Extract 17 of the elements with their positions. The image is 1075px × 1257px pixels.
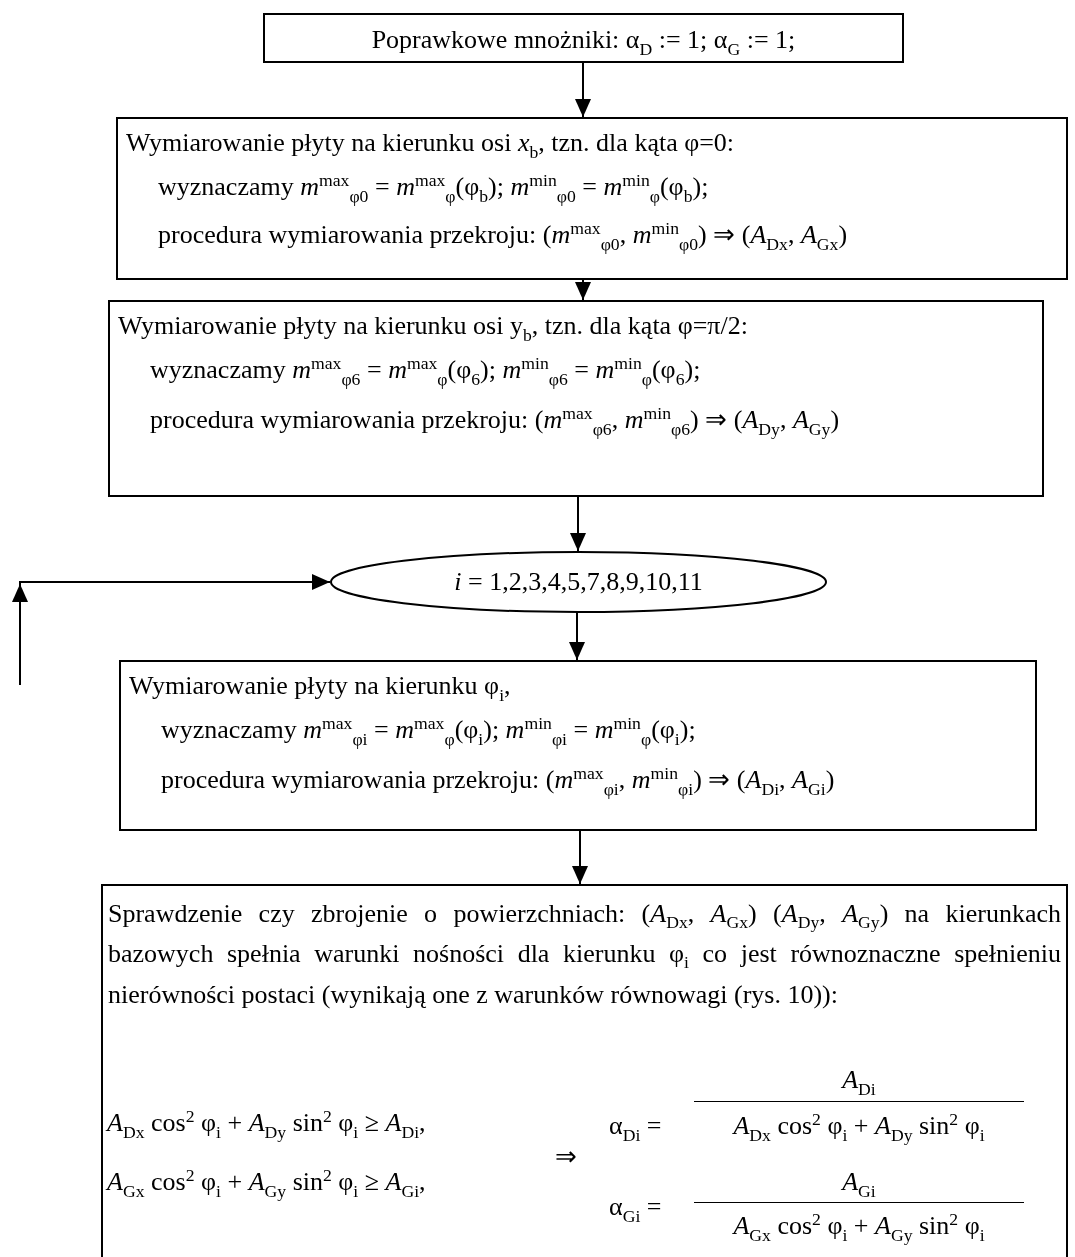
fraction-numerator: A$_{Gi}$: [840, 1166, 877, 1198]
box-heading: Wymiarowanie płyty na kierunku φ$_{i}$,: [129, 670, 511, 702]
process-box: [101, 884, 1068, 1257]
process-box: [116, 117, 1068, 280]
node-text: Poprawkowe mnożniki: α$_{D}$ := 1; α$_{G}$ := 1;: [370, 24, 797, 56]
formula-label: α$_{Di}$ =: [609, 1110, 662, 1142]
implies-symbol: ⇒: [554, 1141, 578, 1173]
process-box: [119, 660, 1037, 831]
node-text: i = 1,2,3,4,5,7,8,9,10,11: [453, 566, 704, 598]
description-text: Sprawdzenie czy zbrojenie o powierzchniach: (A$_{Dx}$, A$_{Gx}$) (A$_{Dy}$, A$_{Gy}$) na kierunkach bazowych spełnia warunki nośności dla kierunku φ$_{i}$ co jest równoznaczne spełnieniu nierówności postaci (wynikają one z warunków równowagi (rys. 10)):: [108, 898, 1061, 1011]
box-heading: Wymiarowanie płyty na kierunku osi y$_{b}$, tzn. dla kąta φ=π/2:: [118, 310, 748, 342]
formula-label: α$_{Gi}$ =: [609, 1191, 662, 1223]
fraction-numerator: A$_{Di}$: [840, 1064, 877, 1096]
loop-ellipse: [330, 551, 827, 613]
process-box: [263, 13, 904, 63]
box-heading: Wymiarowanie płyty na kierunku osi x$_{b}$, tzn. dla kąta φ=0:: [126, 127, 735, 159]
process-box: [108, 300, 1044, 497]
